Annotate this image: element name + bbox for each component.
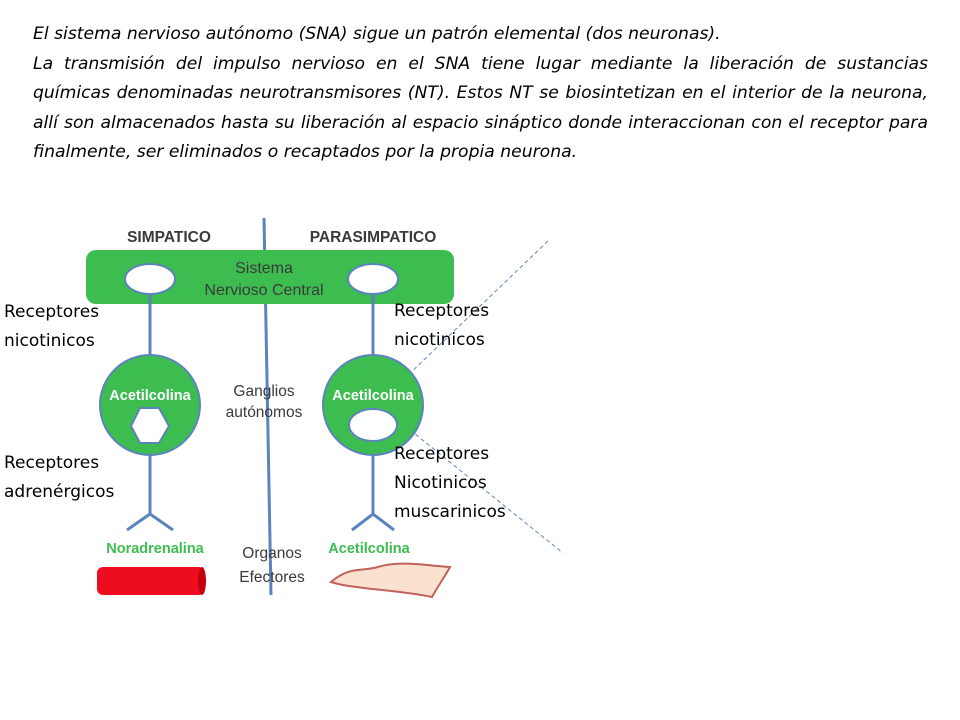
label-line: nicotinicos [394, 330, 485, 350]
label-line: nicotinicos [4, 331, 95, 351]
ganglia-label-line1: Ganglios [233, 383, 294, 400]
label-receptores-nicotinicos-right: Receptores nicotinicos [394, 297, 489, 355]
synapse-fork-right-bottom [351, 512, 395, 532]
ganglion-neuron-left [129, 407, 171, 444]
ganglia-label-line2: autónomos [226, 404, 303, 421]
nt-label-left: Noradrenalina [106, 541, 204, 557]
intro-paragraph: La transmisión del impulso nervioso en e… [33, 53, 928, 163]
ganglion-left [99, 354, 201, 456]
ganglion-left-label: Acetilcolina [109, 388, 191, 404]
label-receptores-nicotinicos-left: Receptores nicotinicos [4, 298, 99, 356]
ganglion-neuron-right [348, 408, 398, 442]
intro-line: El sistema nervioso autónomo (SNA) sigue… [33, 24, 721, 44]
ganglion-right-label: Acetilcolina [332, 388, 414, 404]
ganglion-right [322, 354, 424, 456]
label-line: Receptores [4, 302, 100, 322]
label-line: Receptores [4, 453, 100, 473]
header-parasimpatico: PARASIMPATICO [310, 229, 437, 246]
label-line: adrenérgicos [4, 482, 115, 502]
cns-neuron-right [347, 263, 399, 295]
label-receptores-muscarinicos: Receptores Nicotinicos muscarinicos [394, 440, 506, 527]
header-simpatico: SIMPATICO [127, 229, 211, 246]
label-line: muscarinicos [394, 502, 506, 522]
intro-text: El sistema nervioso autónomo (SNA) sigue… [33, 20, 928, 168]
cns-neuron-left [124, 263, 176, 295]
label-line: Receptores [394, 444, 490, 464]
dashed-guide-line [409, 429, 564, 554]
blood-vessel-icon [97, 567, 205, 595]
cns-label-line1: Sistema [235, 260, 293, 277]
blood-vessel-end-icon [198, 567, 206, 595]
cns-label-line2: Nervioso Central [204, 282, 323, 299]
label-line: Nicotinicos [394, 473, 487, 493]
synapse-fork-left-bottom [126, 512, 174, 532]
smooth-muscle-icon [328, 562, 452, 599]
dashed-guide-line [404, 240, 549, 379]
organs-label-line2: Efectores [239, 569, 305, 586]
organs-label-line1: Organos [242, 545, 302, 562]
label-line: Receptores [394, 301, 490, 321]
nt-label-right: Acetilcolina [328, 541, 410, 557]
label-receptores-adrenergicos: Receptores adrenérgicos [4, 449, 114, 507]
